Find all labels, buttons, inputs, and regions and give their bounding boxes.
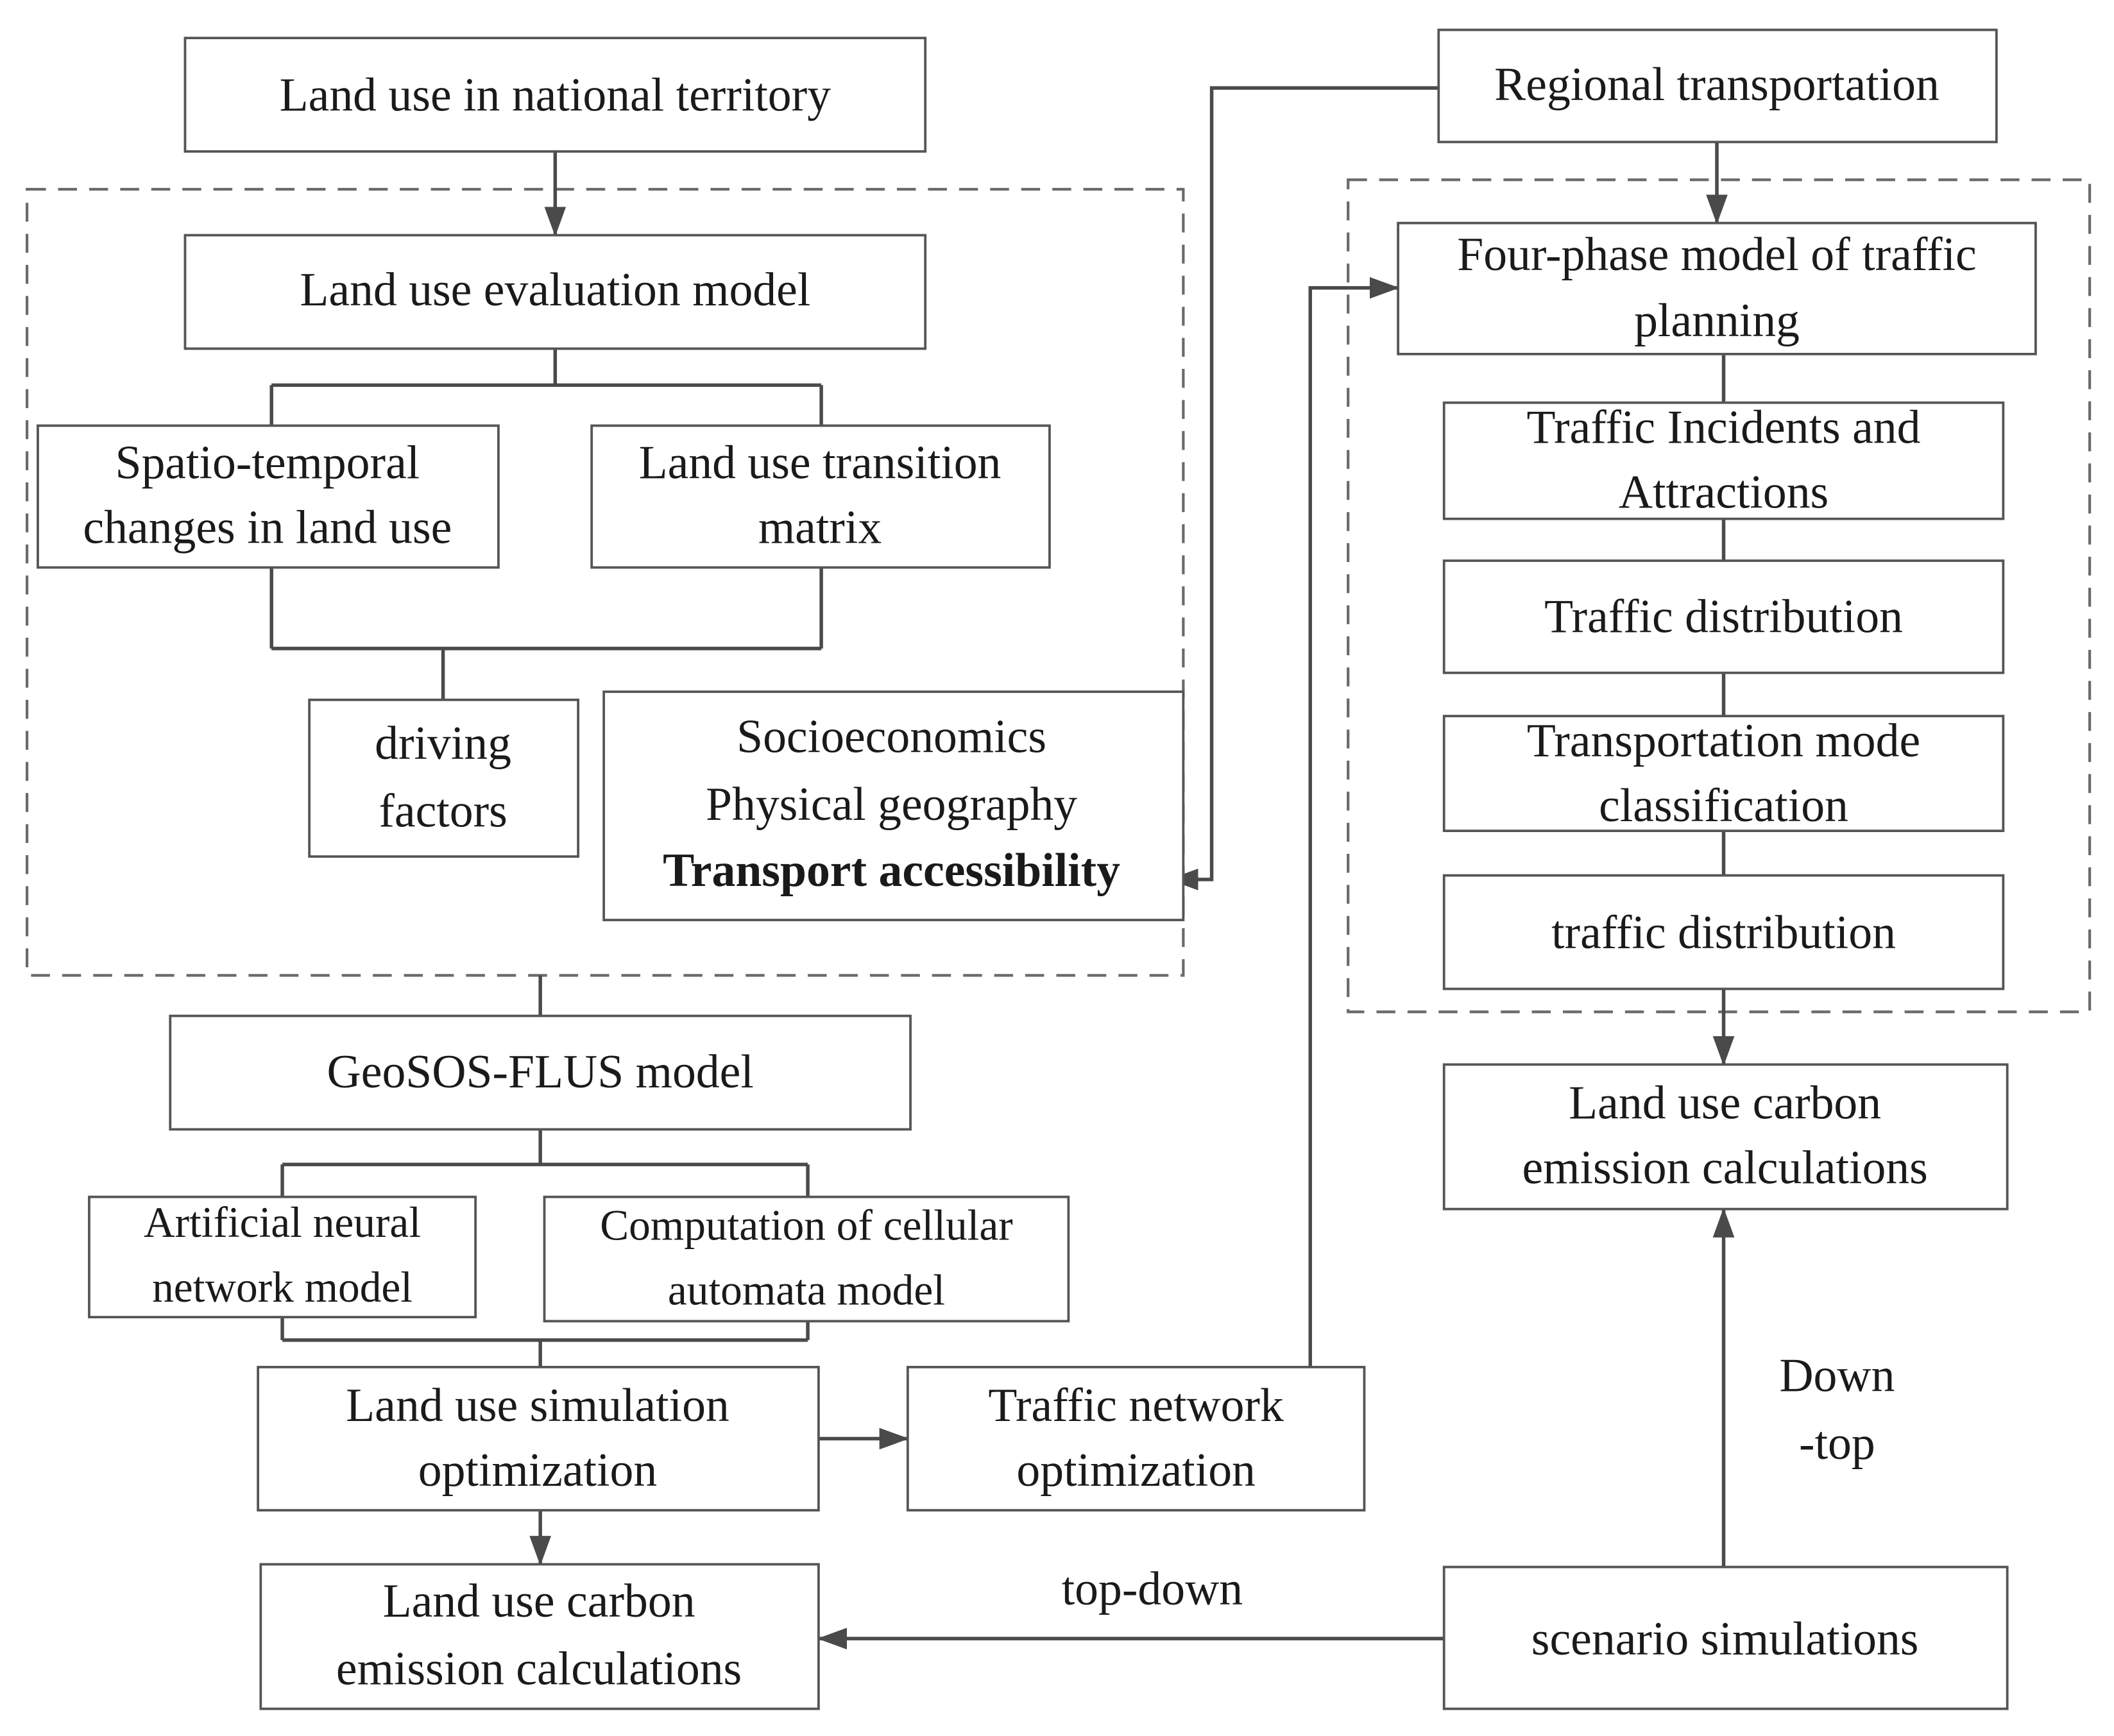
node-transition-matrix: Land use transition matrix [590,424,1051,569]
node-land-use-evaluation: Land use evaluation model [183,234,927,350]
edge-label-down-top-line-2: -top [1799,1417,1875,1469]
node-land-use-national-label: Land use in national territory [280,69,831,121]
node-transition-matrix-label-line-2: matrix [758,500,882,553]
node-regional-transportation-label: Regional transportation [1494,58,1939,110]
node-carbon-left-label-line-1: Land use carbon [383,1574,695,1627]
node-scenario-simulations-label: scenario simulations [1531,1612,1919,1665]
node-factor-list: Socioeconomics Physical geography Transp… [602,690,1185,921]
node-simulation-optimization-box [257,1366,820,1512]
node-land-use-evaluation-box [183,234,927,350]
node-land-use-evaluation-label: Land use evaluation model [300,263,810,316]
node-network-optimization-label-line-1: Traffic network [988,1379,1284,1431]
node-spatio-temporal-label-line-1: Spatio-temporal [115,436,420,488]
node-carbon-right: Land use carbon emission calculations [1442,1063,2009,1211]
node-traffic-distribution-2-box [1442,874,2005,991]
node-driving-factors-label-line-1: driving [375,717,511,769]
node-mode-classification-box [1442,715,2005,832]
node-factor-list-transport-accessibility: Transport accessibility [663,844,1120,896]
land-use-evaluation-region [26,187,1185,977]
node-ann-model-label-line-1: Artificial neural [144,1198,421,1247]
node-incidents-attractions: Traffic Incidents and Attractions [1442,401,2005,520]
node-land-use-national-box [183,37,927,153]
node-simulation-optimization-label-line-2: optimization [418,1443,657,1496]
node-mode-classification-label-line-2: classification [1599,779,1848,831]
node-scenario-simulations-box [1442,1565,2009,1710]
node-carbon-right-label-line-2: emission calculations [1522,1141,1927,1193]
node-carbon-right-label-line-1: Land use carbon [1569,1076,1881,1128]
node-network-optimization: Traffic network optimization [906,1366,1366,1512]
connector-network-to-four-phase [1308,277,1400,1367]
node-ca-model-label-line-2: automata model [668,1266,945,1314]
node-driving-factors-label-line-2: factors [379,785,507,837]
node-geosos-flus: GeoSOS-FLUS model [169,1014,912,1131]
node-traffic-distribution-1: Traffic distribution [1442,559,2005,674]
node-four-phase-label-line-2: planning [1634,294,1800,346]
node-factor-list-physical-geography: Physical geography [706,778,1077,830]
node-carbon-left: Land use carbon emission calculations [259,1563,820,1710]
node-regional-transportation: Regional transportation [1437,28,1998,144]
node-traffic-distribution-2-label: traffic distribution [1551,906,1896,958]
node-ca-model-label-line-1: Computation of cellular [600,1201,1013,1249]
node-simulation-optimization: Land use simulation optimization [257,1366,820,1512]
node-carbon-left-label-line-2: emission calculations [336,1642,742,1694]
edge-label-top-down: top-down [1062,1562,1243,1615]
node-incidents-attractions-label-line-2: Attractions [1619,466,1828,518]
node-incidents-attractions-label-line-1: Traffic Incidents and [1527,401,1921,454]
node-driving-factors: driving factors [308,698,580,858]
node-spatio-temporal-label-line-2: changes in land use [83,500,452,553]
node-four-phase: Four-phase model of traffic planning [1397,221,2037,355]
node-carbon-right-box [1442,1063,2009,1211]
node-geosos-flus-box [169,1014,912,1131]
node-land-use-national: Land use in national territory [183,37,927,153]
node-spatio-temporal-box [37,424,500,569]
node-regional-transportation-box [1437,28,1998,144]
node-ca-model-box [543,1195,1070,1323]
node-network-optimization-label-line-2: optimization [1016,1443,1255,1496]
traffic-planning-region [1347,178,2092,1014]
node-geosos-flus-label: GeoSOS-FLUS model [327,1045,754,1098]
node-factor-list-socioeconomics: Socioeconomics [737,710,1046,763]
node-transition-matrix-label-line-1: Land use transition [639,436,1002,488]
connector-merge-to-driving-factors [269,567,823,700]
node-traffic-distribution-1-label: Traffic distribution [1544,590,1903,642]
edge-label-down-top-line-1: Down [1779,1349,1895,1402]
node-incidents-attractions-box [1442,401,2005,520]
node-transition-matrix-box [590,424,1051,569]
connector-regional-to-transport-accessibility [1168,86,1439,890]
node-factor-list-box [602,690,1185,921]
node-four-phase-box [1397,221,2037,355]
connector-geosos-split [280,1129,810,1197]
node-traffic-distribution-1-box [1442,559,2005,674]
connector-merge-to-simulation [280,1317,810,1367]
node-network-optimization-box [906,1366,1366,1512]
node-ann-model-box [88,1195,477,1318]
node-ca-model: Computation of cellular automata model [543,1195,1070,1323]
node-ann-model: Artificial neural network model [88,1195,477,1318]
connector-evaluation-split [269,348,823,426]
node-driving-factors-box [308,698,580,858]
node-spatio-temporal: Spatio-temporal changes in land use [37,424,500,569]
node-four-phase-label-line-1: Four-phase model of traffic [1457,228,1977,280]
node-mode-classification-label-line-1: Transportation mode [1527,714,1920,767]
node-scenario-simulations: scenario simulations [1442,1565,2009,1710]
node-carbon-left-box [259,1563,820,1710]
node-traffic-distribution-2: traffic distribution [1442,874,2005,991]
node-mode-classification: Transportation mode classification [1442,714,2005,832]
node-simulation-optimization-label-line-1: Land use simulation [346,1379,729,1431]
node-ann-model-label-line-2: network model [152,1263,413,1311]
